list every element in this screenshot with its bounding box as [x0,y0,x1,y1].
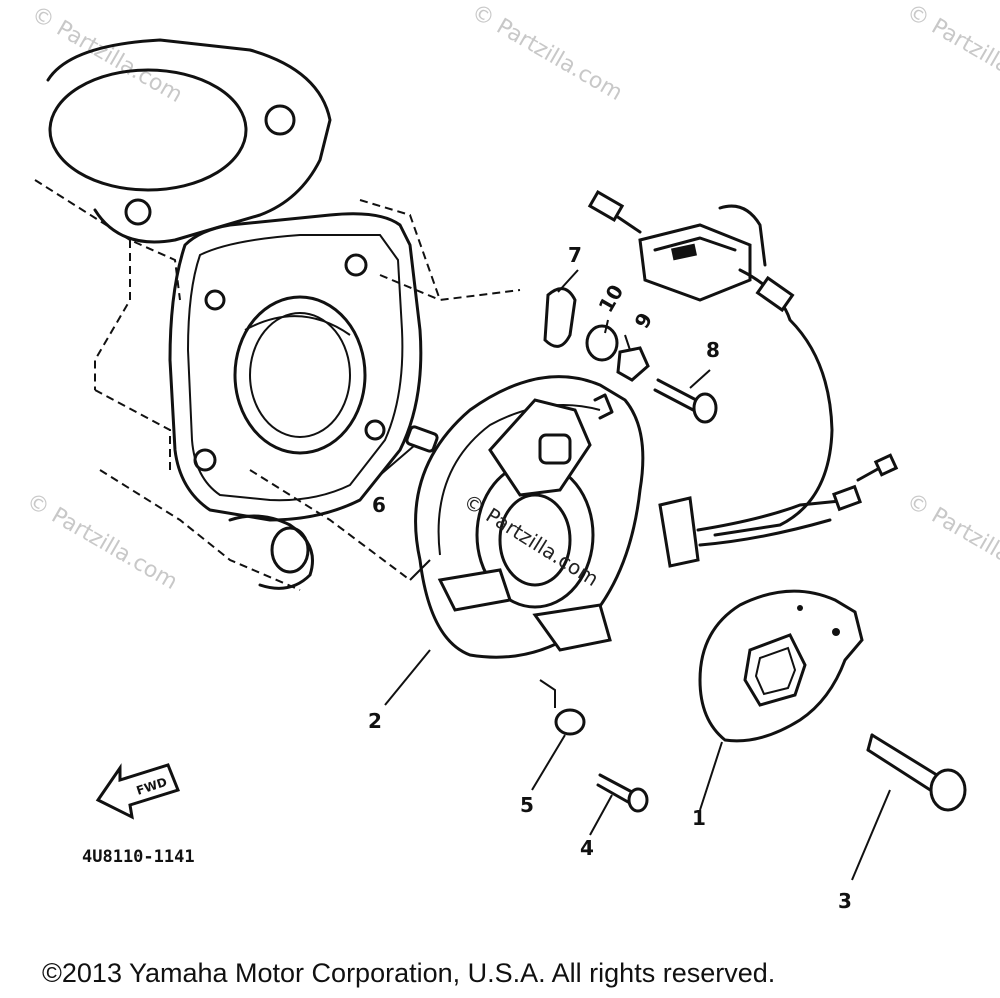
part-2-stator-plate [409,375,899,659]
callout-2: 2 [368,709,382,733]
crankcase-outline [34,38,521,591]
part-4-screw [596,773,649,813]
part-7-bracket [543,287,577,348]
leader-lines [379,269,891,881]
callout-4: 4 [580,836,594,860]
part-8-screw [653,378,718,424]
fwd-arrow-icon: FWD [95,763,180,820]
part-3-bolt [866,733,967,812]
watermark-mid-right: © Partzilla.com [902,489,1000,596]
callout-9: 9 [630,308,658,332]
part-1-rotor [698,589,864,743]
callout-1: 1 [692,806,706,830]
watermark-top-center: © Partzilla.com [467,0,627,106]
callout-8: 8 [706,338,720,362]
part-9-nut [616,346,650,382]
part-10-washer [585,324,619,362]
callout-7: 7 [568,243,582,267]
copyright-notice: ©2013 Yamaha Motor Corporation, U.S.A. A… [42,958,775,988]
callout-10: 10 [594,280,629,316]
pickup-coil-assembly [587,190,834,537]
callout-3: 3 [838,889,852,913]
part-5-washer [554,708,586,736]
callout-5: 5 [520,793,534,817]
callout-6: 6 [372,493,386,517]
watermark-mid-left: © Partzilla.com [22,489,182,596]
watermark-top-right: © Partzilla.com [902,0,1000,106]
watermark-top-left: © Partzilla.com [27,2,187,109]
diagram-part-number: 4U8110-1141 [82,847,195,867]
